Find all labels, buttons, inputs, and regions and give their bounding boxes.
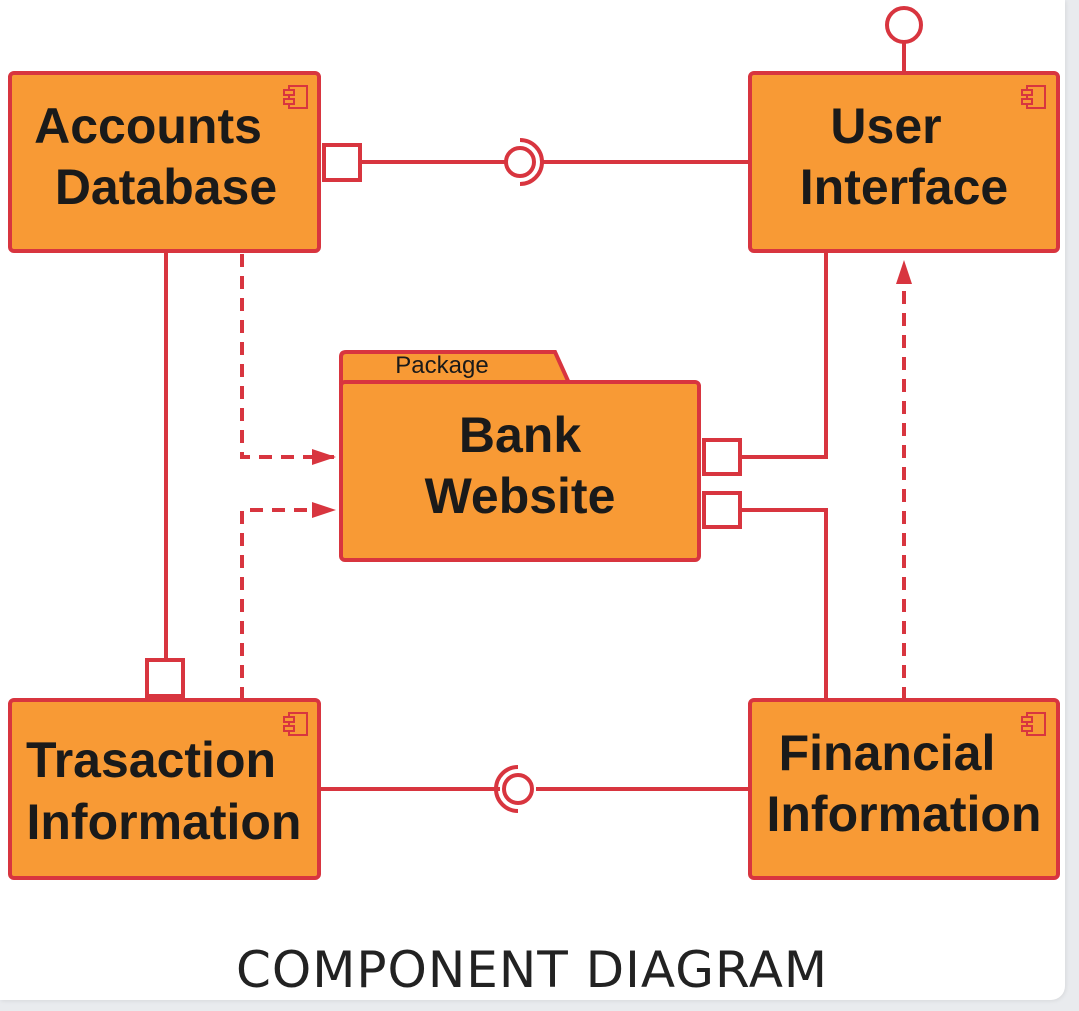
dependency-accounts-to-bank [240,254,336,465]
component-user-interface: User Interface [748,6,1060,253]
assembly-connector-top [504,138,544,186]
component-label-line-2: Information [27,794,302,850]
component-label-line-2: Interface [800,159,1008,215]
component-label-line-1: Accounts [34,98,262,154]
component-icon [283,712,308,736]
component-accounts-database: Accounts Database [8,71,362,253]
component-port-right [322,143,362,182]
component-icon [283,85,308,109]
package-name-line-2: Website [425,468,616,524]
required-interface-socket [519,138,544,186]
package-port-upper [702,438,742,476]
component-transaction-information: Trasaction Information [8,658,321,880]
package-tab-label: Package [395,352,488,379]
component-label-line-1: Financial [779,725,996,781]
provided-interface-ball [502,773,534,805]
component-port-top [145,658,185,698]
component-box [748,698,1060,880]
package-bank-website: Package Bank Website [339,350,742,562]
dependencies [240,254,912,700]
component-label-line-2: Database [55,159,277,215]
component-label-line-2: Information [767,786,1042,842]
package-body [339,380,701,562]
component-box [748,71,1060,253]
component-box [8,698,321,880]
package-port-lower [702,491,742,529]
component-box [8,71,321,253]
provided-interface-lollipop [885,6,923,44]
component-icon [1021,85,1046,109]
required-interface-socket [494,765,519,813]
dependency-transaction-to-bank [240,502,336,700]
diagram-caption: COMPONENT DIAGRAM [236,941,828,999]
provided-interface-ball [504,146,536,178]
component-financial-information: Financial Information [748,698,1060,880]
component-icon [1021,712,1046,736]
package-tab [339,350,573,385]
package-name-line-1: Bank [459,407,581,463]
connector-bank-to-financial [740,508,828,700]
connector-bank-to-user-interface [740,252,828,459]
assembly-connector-bottom [494,765,534,813]
connectors [164,43,906,791]
component-label-line-1: Trasaction [26,732,276,788]
component-label-line-1: User [830,98,941,154]
